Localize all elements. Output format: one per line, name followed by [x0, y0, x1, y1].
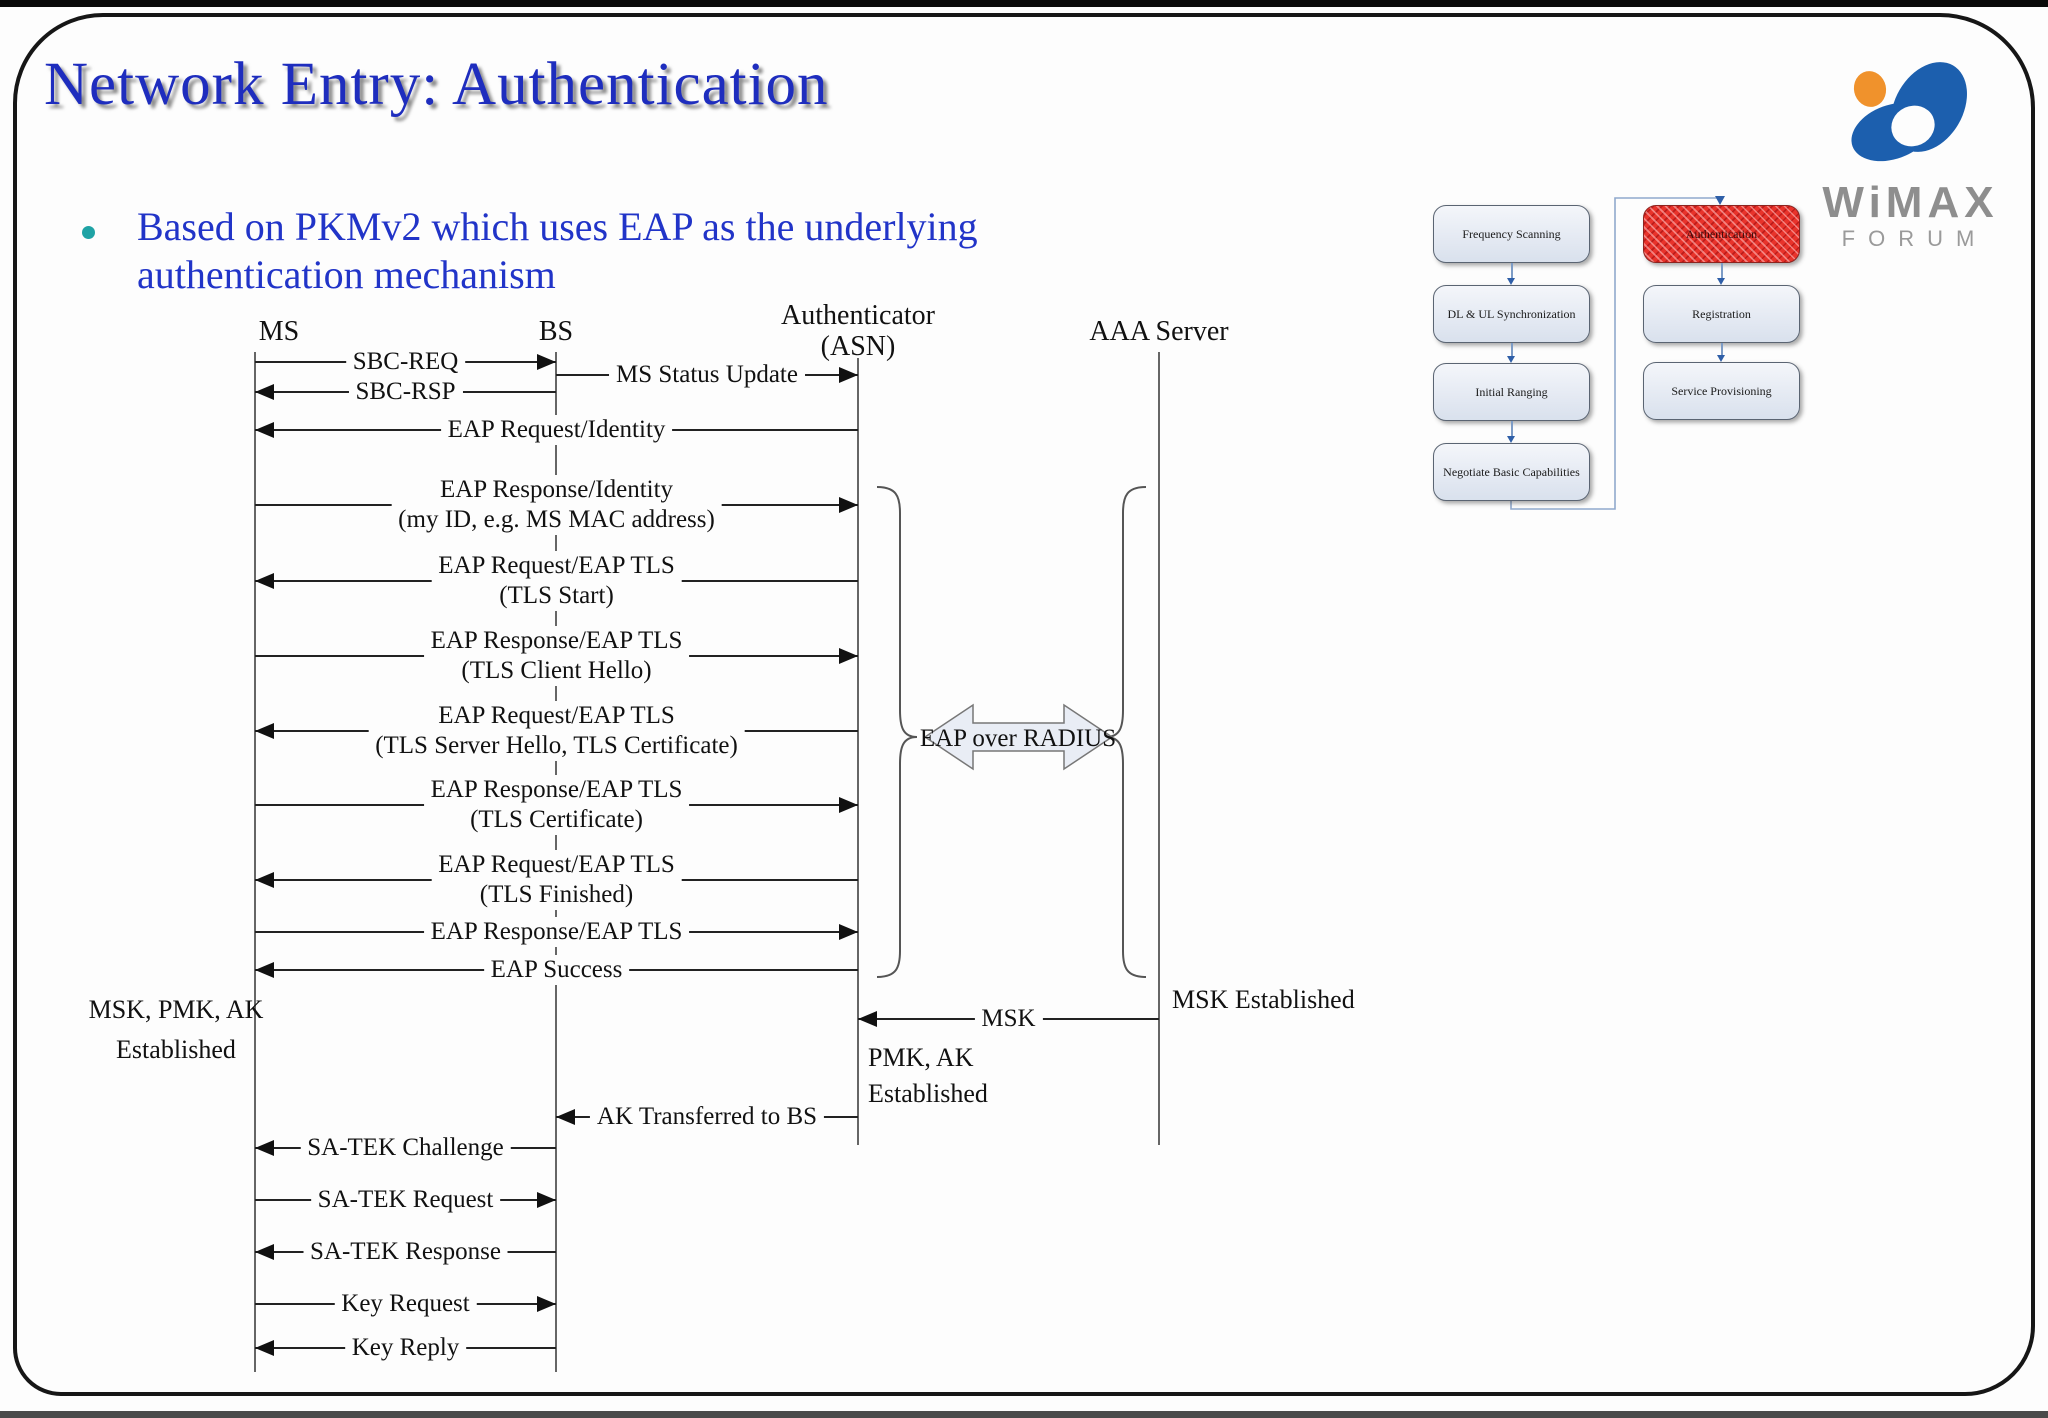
message-label-ms-status-update: MS Status Update [609, 360, 805, 390]
flowchart-connector-line [1721, 343, 1723, 356]
bottom-edge-strip [0, 1411, 2048, 1418]
page-title: Network Entry: Authentication [44, 51, 829, 118]
flowchart-box-dl-ul-synchronization: DL & UL Synchronization [1433, 285, 1590, 343]
bullet-text: Based on PKMv2 which uses EAP as the und… [137, 204, 978, 297]
actor-label-ms: MS [258, 316, 300, 347]
flowchart-connector-arrowhead [1507, 278, 1515, 285]
flowchart-box-negotiate-basic-capabilities: Negotiate Basic Capabilities [1433, 443, 1590, 501]
wimax-forum-text: FORUM [1841, 226, 1988, 251]
arrowhead-eap-response-eap-tls-tls-client-hello [839, 648, 858, 664]
actor-label-bs: BS [538, 316, 574, 347]
message-label-sbc-rsp: SBC-RSP [348, 377, 463, 407]
actor-label-auth: Authenticator(ASN) [781, 300, 935, 362]
message-label-key-reply: Key Reply [344, 1333, 467, 1363]
flowchart-connector-line [1511, 343, 1513, 357]
arrowhead-eap-success [255, 962, 274, 978]
arrowhead-eap-response-eap-tls-tls-certificate [839, 797, 858, 813]
flowchart-box-initial-ranging: Initial Ranging [1433, 363, 1590, 421]
message-label-sa-tek-request: SA-TEK Request [310, 1185, 501, 1215]
flowchart-box-frequency-scanning: Frequency Scanning [1433, 205, 1590, 263]
arrowhead-eap-response-eap-tls [839, 924, 858, 940]
message-label-msk: MSK [974, 1004, 1043, 1034]
flowchart-connector-arrowhead [1717, 278, 1725, 285]
message-label-eap-request-eap-tls-tls-start: EAP Request/EAP TLS(TLS Start) [431, 551, 682, 611]
flowchart-box-registration: Registration [1643, 285, 1800, 343]
message-label-sa-tek-challenge: SA-TEK Challenge [300, 1133, 511, 1163]
message-label-eap-request-eap-tls-tls-finished: EAP Request/EAP TLS(TLS Finished) [431, 850, 682, 910]
note-msk-established: MSK Established [1172, 985, 1355, 1014]
arrowhead-sbc-rsp [255, 384, 274, 400]
arrowhead-key-reply [255, 1340, 274, 1356]
flowchart-connector-line [1511, 421, 1513, 437]
arrowhead-sa-tek-response [255, 1244, 274, 1260]
flowchart-connector-line [1511, 263, 1513, 279]
arrowhead-sa-tek-challenge [255, 1140, 274, 1156]
message-label-eap-request-eap-tls-tls-server-hello-tls-certificate: EAP Request/EAP TLS(TLS Server Hello, TL… [368, 701, 745, 761]
message-label-sa-tek-response: SA-TEK Response [303, 1237, 508, 1267]
arrowhead-eap-response-identity-my-id-e-g-ms-mac-address [839, 497, 858, 513]
lifeline-ms [254, 352, 256, 1372]
message-label-eap-response-eap-tls-tls-certificate: EAP Response/EAP TLS(TLS Certificate) [423, 775, 690, 835]
arrowhead-eap-request-eap-tls-tls-finished [255, 872, 274, 888]
flowchart-box-authentication: Authentication [1643, 205, 1800, 263]
arrowhead-key-request [537, 1296, 556, 1312]
wimax-logo-text: WiMAX [1822, 178, 1999, 227]
arrowhead-ms-status-update [839, 367, 858, 383]
slide-border-frame [13, 13, 2035, 1396]
lifeline-auth [857, 358, 859, 1145]
actor-label-aaa: AAA Server [1089, 316, 1229, 347]
flowchart-connector-arrowhead [1507, 356, 1515, 363]
bullet-dot [82, 226, 95, 239]
arrowhead-ak-transferred-to-bs [556, 1109, 575, 1125]
arrowhead-sbc-req [537, 354, 556, 370]
message-label-ak-transferred-to-bs: AK Transferred to BS [589, 1102, 825, 1132]
arrowhead-sa-tek-request [537, 1192, 556, 1208]
flowchart-connector-line [1721, 263, 1723, 279]
message-label-eap-success: EAP Success [483, 955, 630, 985]
flowchart-connector-arrowhead [1717, 355, 1725, 362]
message-label-eap-response-identity-my-id-e-g-ms-mac-address: EAP Response/Identity(my ID, e.g. MS MAC… [391, 475, 722, 535]
arrowhead-msk [858, 1011, 877, 1027]
message-label-sbc-req: SBC-REQ [345, 347, 466, 377]
lifeline-aaa [1158, 352, 1160, 1145]
message-label-eap-response-eap-tls: EAP Response/EAP TLS [423, 917, 690, 947]
message-label-eap-response-eap-tls-tls-client-hello: EAP Response/EAP TLS(TLS Client Hello) [423, 626, 690, 686]
message-label-eap-request-identity: EAP Request/Identity [440, 415, 673, 445]
arrowhead-eap-request-eap-tls-tls-start [255, 573, 274, 589]
flowchart-connector-arrowhead [1507, 436, 1515, 443]
message-label-key-request: Key Request [334, 1289, 477, 1319]
arrowhead-eap-request-eap-tls-tls-server-hello-tls-certificate [255, 723, 274, 739]
flowchart-box-service-provisioning: Service Provisioning [1643, 362, 1800, 420]
top-edge-strip [0, 0, 2048, 7]
arrowhead-eap-request-identity [255, 422, 274, 438]
